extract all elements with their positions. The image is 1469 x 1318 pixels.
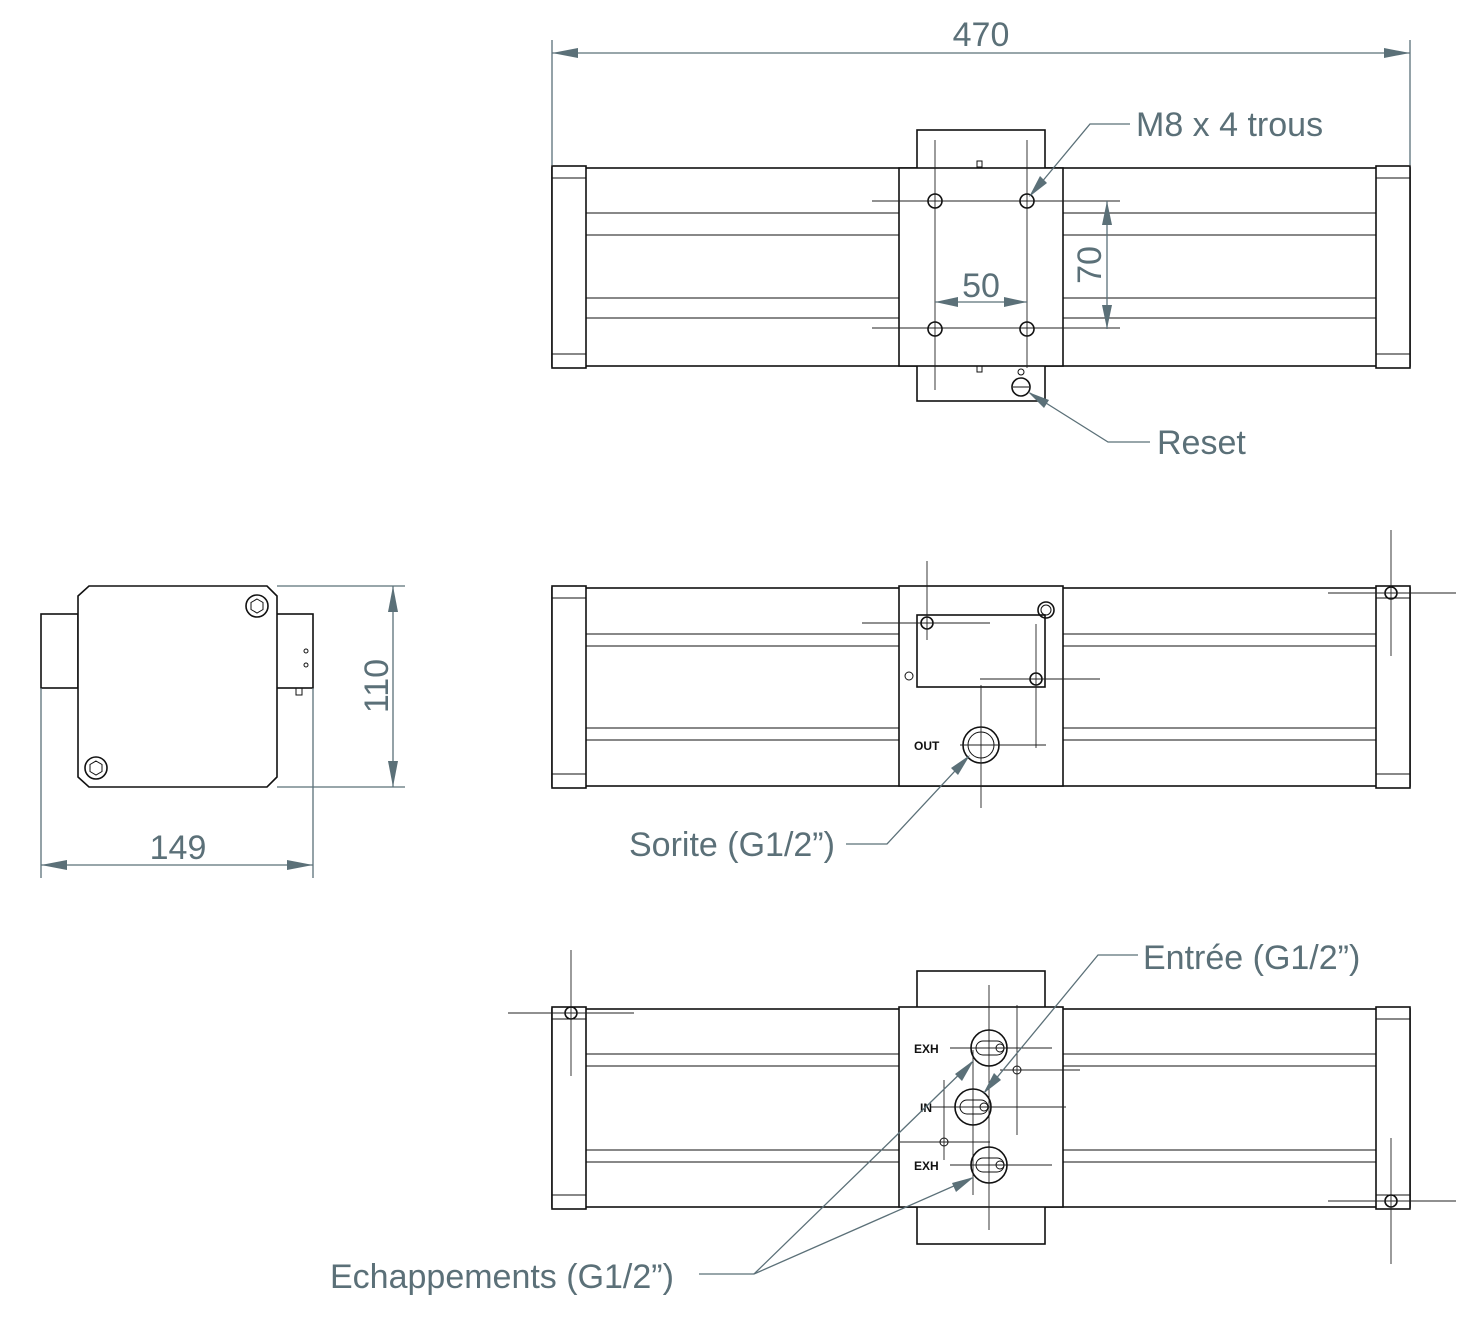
leader-exhausts: Echappements (G1/2”) [330, 1060, 974, 1296]
top-view: 470 [551, 16, 1411, 462]
leader-outlet: Sorite (G1/2”) [629, 755, 970, 864]
dimension-height: 110 [277, 585, 405, 788]
dim-470-label: 470 [953, 16, 1010, 54]
dimension-width: 149 [40, 688, 314, 878]
bottom-view: EXH IN EXH Entrée (G1/2”) [330, 939, 1456, 1296]
front-view: OUT Sorite (G1/2”) [551, 530, 1456, 864]
front-end-cap-left [551, 585, 587, 789]
outlet-port: OUT [914, 685, 1046, 808]
end-cap-left [551, 165, 587, 369]
mounting-holes [927, 193, 1035, 337]
reset-button [1011, 368, 1031, 397]
dimension-hole-spacing-vertical: 70 [1071, 201, 1112, 329]
leader-mounting-holes: M8 x 4 trous [1029, 106, 1323, 197]
side-cap-left [40, 613, 79, 689]
dim-70-label: 70 [1071, 246, 1109, 284]
exhaust-port-top: EXH [914, 1029, 1008, 1067]
dimension-overall-length: 470 [551, 16, 1411, 165]
exhaust-port-bottom: EXH [914, 1146, 1008, 1184]
side-cap-right [275, 613, 314, 689]
exh-bottom-port-label: EXH [914, 1159, 939, 1173]
leader-inlet: Entrée (G1/2”) [983, 939, 1360, 1094]
bottom-end-cap-left [551, 1006, 587, 1210]
dimension-hole-spacing-horizontal: 50 [935, 267, 1027, 307]
end-cap-right [1375, 165, 1411, 369]
leader-reset: Reset [1028, 392, 1246, 462]
dim-50-label: 50 [962, 267, 1000, 305]
exh-top-port-label: EXH [914, 1042, 939, 1056]
bottom-end-cap-right [1375, 1006, 1411, 1210]
side-view: 110 149 [40, 585, 405, 878]
side-hex-screw-bottom [84, 756, 108, 780]
dim-110-label: 110 [358, 659, 396, 713]
front-end-cap-right [1375, 585, 1411, 789]
dim-149-label: 149 [150, 829, 207, 867]
mounting-holes-label: M8 x 4 trous [1136, 106, 1323, 144]
inlet-label: Entrée (G1/2”) [1143, 939, 1360, 977]
exhausts-label: Echappements (G1/2”) [330, 1258, 674, 1296]
side-housing [77, 585, 278, 788]
side-hex-screw-top [245, 594, 269, 618]
outlet-label: Sorite (G1/2”) [629, 826, 835, 864]
out-port-label: OUT [914, 739, 940, 753]
reset-label: Reset [1157, 424, 1246, 462]
